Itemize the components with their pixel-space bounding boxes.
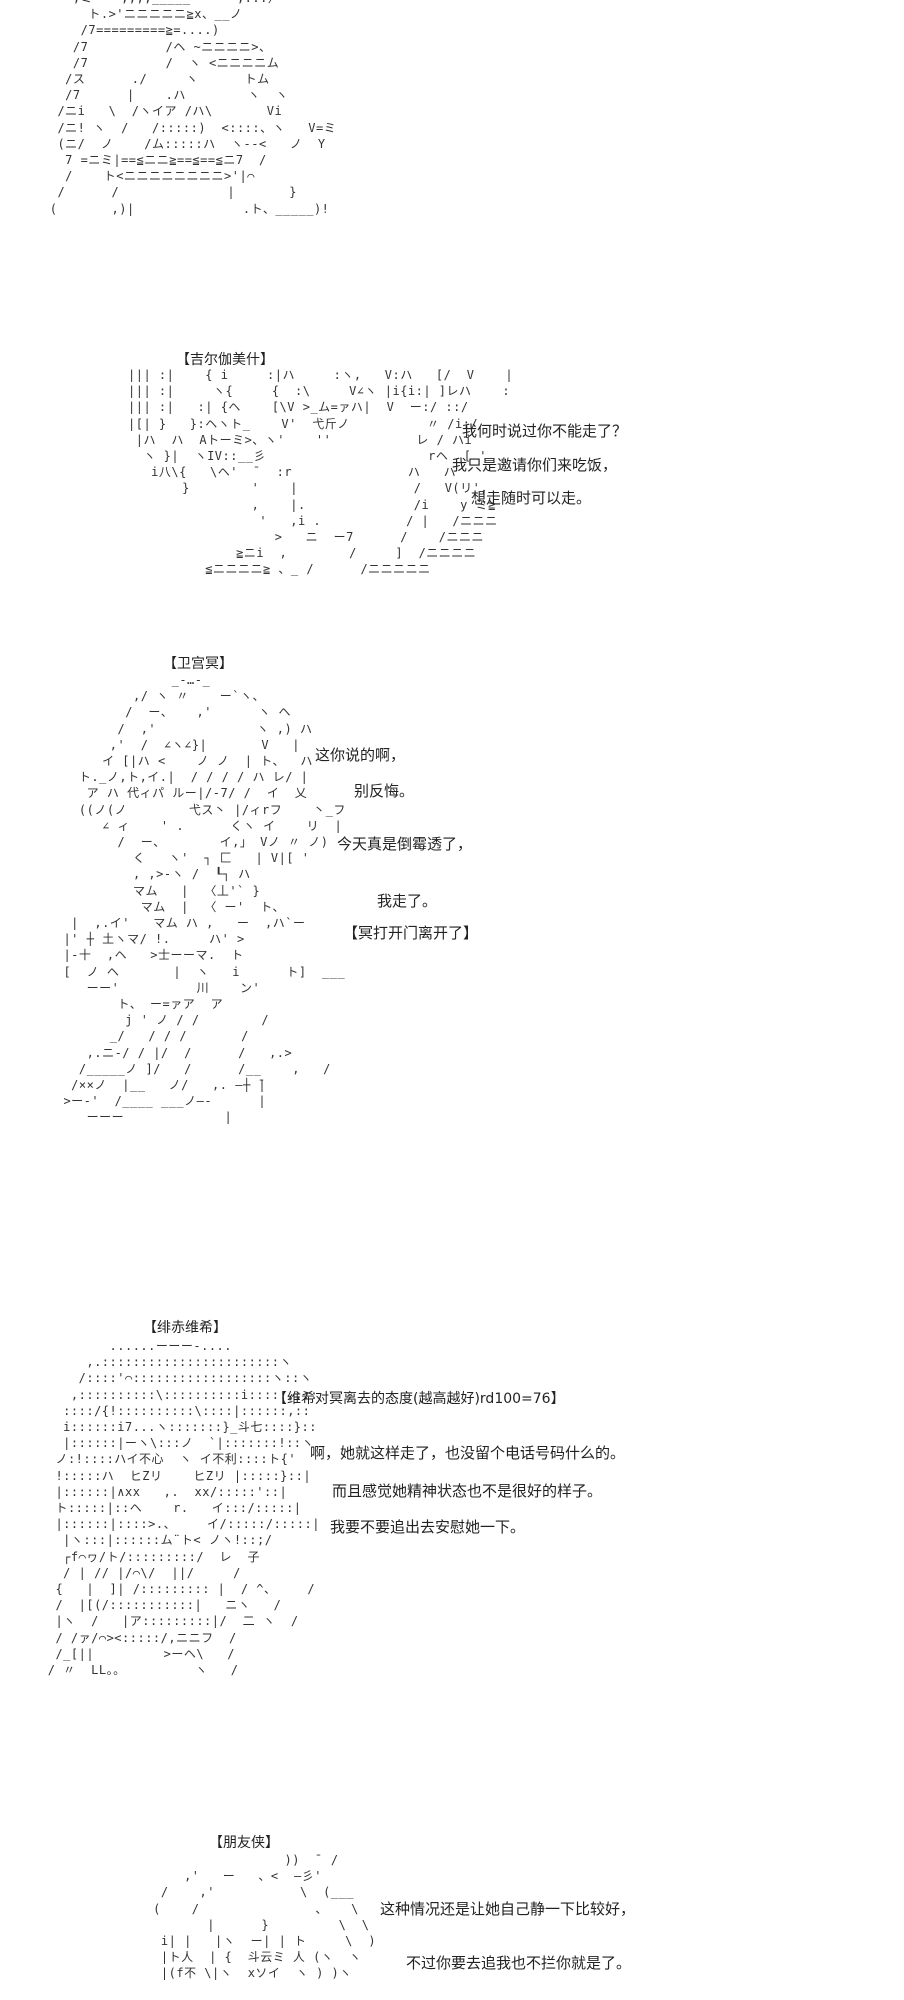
dialogue-line: 我走了。 xyxy=(377,892,438,910)
ascii-art-character: )) ̄ / ,' ー 、< ―彡' / ,' \ (___ ( / 、 \ |… xyxy=(153,1853,377,1981)
dialogue-line: 这你说的啊， xyxy=(315,746,406,764)
dialogue-line: 我何时说过你不能走了？ xyxy=(462,422,628,440)
ascii-art-character: ......ーーー-.... ,.:::::::::::::::::::::::… xyxy=(47,1339,320,1678)
speaker-label: 【卫宫冥】 xyxy=(163,656,233,672)
ascii-art-character: ,ミ=ー ,,,,_____ ,...〉 ト.>'ニニニニニ≧x、__ノ /7=… xyxy=(49,0,337,216)
ascii-art-character: ||| :| { i :|ハ :ヽ, V:ハ [/ V | ||| :| ヽ{ … xyxy=(128,368,514,577)
dialogue-line: 别反悔。 xyxy=(354,782,415,800)
speaker-label: 【吉尔伽美什】 xyxy=(176,352,274,368)
narration-line: 【冥打开门离开了】 xyxy=(343,924,479,942)
speaker-label: 【朋友侠】 xyxy=(209,1835,279,1851)
dialogue-line: 这种情况还是让她自己静一下比较好， xyxy=(380,1900,636,1918)
dialogue-line: 不过你要去追我也不拦你就是了。 xyxy=(406,1954,632,1972)
dialogue-line: 想走随时可以走。 xyxy=(471,489,592,507)
dialogue-line: 今天真是倒霉透了， xyxy=(337,835,473,853)
ascii-art-character: _-…-_ ,/ ヽ 〃 ー`ヽ、 / ー、 ,' ヽ ヘ / ,' ヽ ,) … xyxy=(63,673,346,1125)
dialogue-line: 啊，她就这样走了，也没留个电话号码什么的。 xyxy=(310,1444,626,1462)
dialogue-line: 我只是邀请你们来吃饭， xyxy=(452,456,618,474)
dice-roll-result: 【维希对冥离去的态度(越高越好)rd100=76】 xyxy=(273,1391,565,1407)
speaker-label: 【绯赤维希】 xyxy=(143,1320,227,1336)
dialogue-line: 而且感觉她精神状态也不是很好的样子。 xyxy=(332,1482,603,1500)
dialogue-line: 我要不要追出去安慰她一下。 xyxy=(330,1518,526,1536)
